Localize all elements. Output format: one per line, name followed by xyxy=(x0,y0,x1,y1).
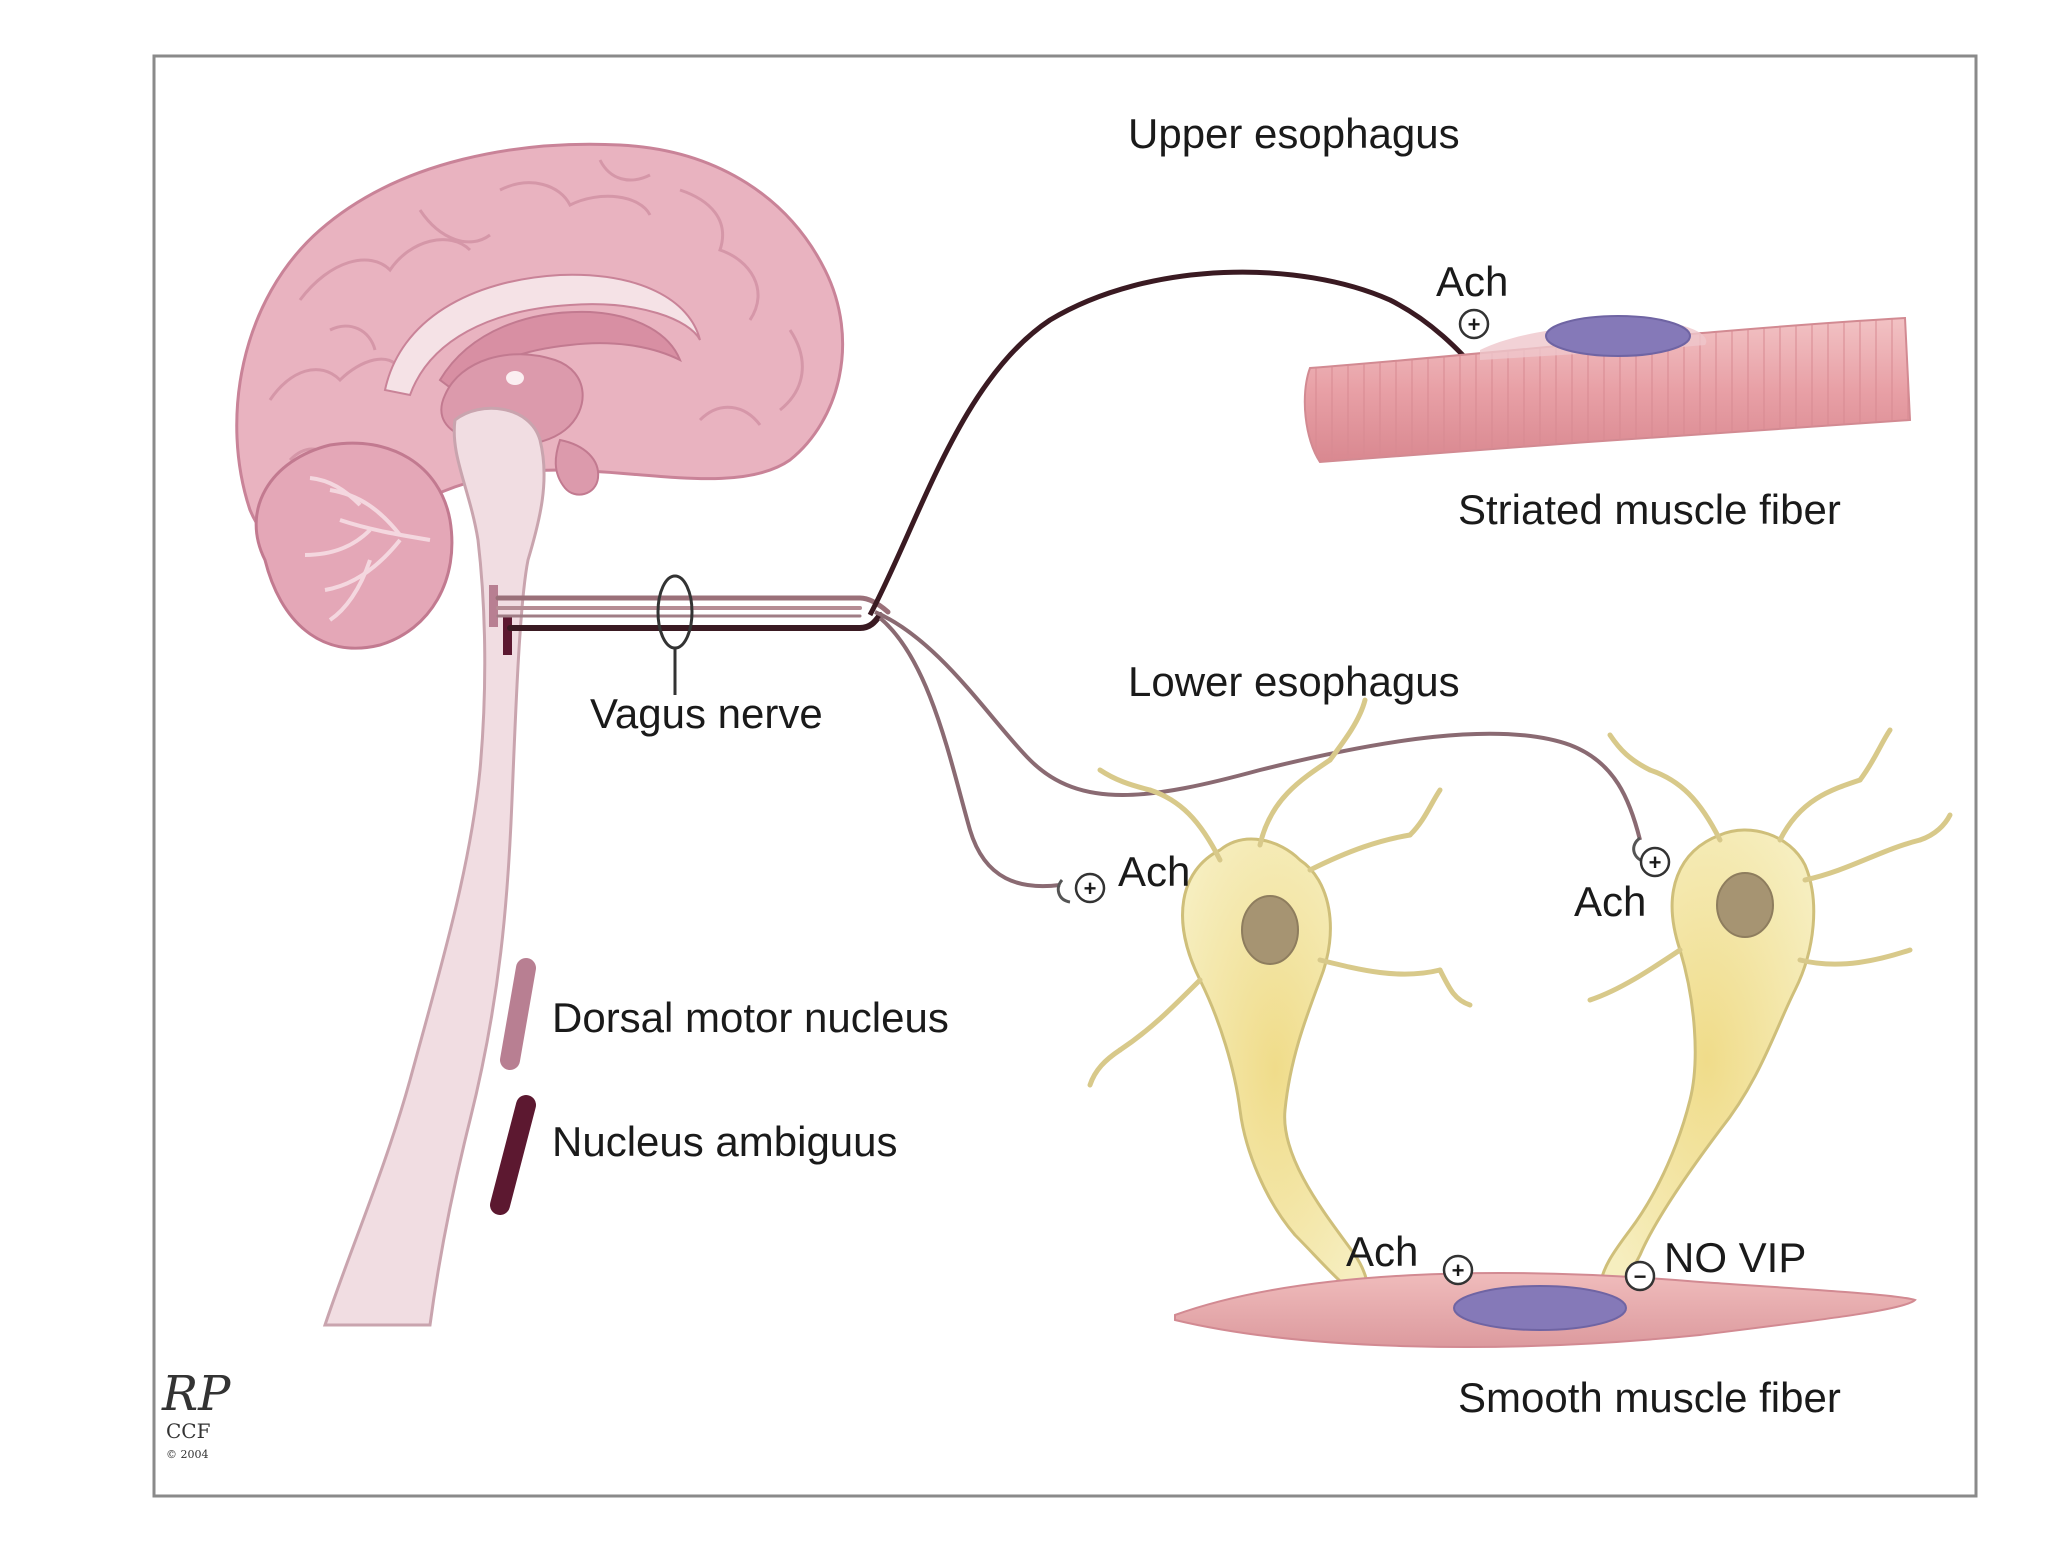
label-smooth-muscle-fiber: Smooth muscle fiber xyxy=(1458,1374,1841,1421)
corpus-callosum xyxy=(383,273,701,397)
label-dorsal-motor-nucleus: Dorsal motor nucleus xyxy=(552,994,949,1041)
brainstem-spinal-cord xyxy=(322,406,546,1327)
label-ach-right-neuron: Ach xyxy=(1574,878,1646,925)
label-ach-left-neuron: Ach xyxy=(1118,848,1190,895)
nerve-to-right-neuron xyxy=(874,610,1642,841)
smooth-muscle-fiber xyxy=(1174,1272,1917,1348)
label-ach-striated: Ach xyxy=(1436,258,1508,305)
legend-nucleus-ambiguus-swatch xyxy=(490,1095,536,1215)
sign-ach-right-neuron: + xyxy=(1639,846,1671,878)
minus-sign-no-vip: − xyxy=(1634,1264,1647,1289)
label-ach-smooth: Ach xyxy=(1346,1228,1418,1275)
nerve-to-striated-muscle xyxy=(867,269,1487,617)
dorsal-motor-nucleus-mark xyxy=(489,585,498,627)
sign-no-vip: − xyxy=(1624,1260,1656,1292)
signature-year: © 2004 xyxy=(166,1448,209,1461)
thalamus-highlight xyxy=(506,371,524,385)
label-lower-esophagus: Lower esophagus xyxy=(1128,658,1460,705)
signature-org: CCF xyxy=(166,1419,211,1443)
plus-sign-right-neuron: + xyxy=(1649,850,1662,875)
cerebellar-arbor xyxy=(304,476,431,622)
plus-sign-striated: + xyxy=(1468,312,1481,337)
label-no-vip: NO VIP xyxy=(1664,1234,1806,1281)
left-neuron-nucleus xyxy=(1241,895,1299,965)
sign-ach-left-neuron: + xyxy=(1074,872,1106,904)
artist-signature: RP CCF © 2004 xyxy=(161,1366,231,1461)
label-vagus-nerve: Vagus nerve xyxy=(590,690,823,737)
cerebral-gyri xyxy=(268,159,804,471)
brain-sagittal-section xyxy=(235,142,845,1327)
label-striated-muscle-fiber: Striated muscle fiber xyxy=(1458,486,1841,533)
signature-mark: RP xyxy=(161,1366,231,1422)
label-upper-esophagus: Upper esophagus xyxy=(1128,110,1460,157)
left-enteric-neuron xyxy=(1087,697,1473,1302)
legend-dorsal-motor-swatch xyxy=(500,958,536,1070)
smooth-fiber-nucleus xyxy=(1453,1285,1627,1331)
striated-fiber-nucleus xyxy=(1545,315,1691,357)
striated-muscle-fiber xyxy=(1303,315,1912,464)
plus-sign-left-neuron: + xyxy=(1084,876,1097,901)
label-nucleus-ambiguus: Nucleus ambiguus xyxy=(552,1118,898,1165)
sign-ach-smooth: + xyxy=(1442,1254,1474,1286)
right-enteric-neuron xyxy=(1587,727,1953,1292)
sign-ach-striated: + xyxy=(1458,308,1490,340)
pituitary-gland xyxy=(554,438,600,496)
left-neuron-terminal xyxy=(1056,879,1071,904)
vagus-nerve-bundle xyxy=(495,595,891,631)
nerve-to-left-neuron xyxy=(878,616,1061,889)
right-neuron-nucleus xyxy=(1716,872,1774,938)
plus-sign-smooth: + xyxy=(1452,1258,1465,1283)
cerebellum xyxy=(254,441,454,650)
nucleus-ambiguus-mark xyxy=(503,615,512,655)
